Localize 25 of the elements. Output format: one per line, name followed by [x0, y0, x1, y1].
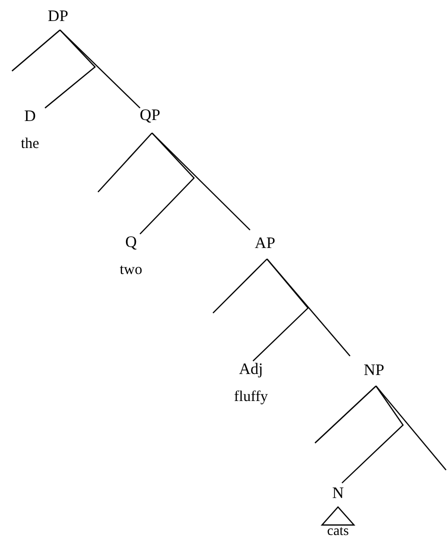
tree-branch — [44, 30, 96, 108]
node-label: AP — [254, 236, 276, 252]
category-label: Q — [125, 235, 137, 251]
word-label: the — [20, 137, 40, 152]
category-label: Adj — [239, 362, 263, 378]
tree-branch — [342, 386, 404, 484]
category-label: D — [24, 109, 36, 125]
tree-branch — [314, 386, 376, 444]
word-label: two — [120, 263, 142, 278]
word-label: fluffy — [234, 390, 268, 405]
tree-branch — [252, 258, 309, 362]
tree-branch — [60, 30, 140, 108]
node-label: N — [332, 486, 344, 502]
tree-branch — [266, 258, 350, 356]
node-label: NP — [364, 363, 384, 379]
tree-branch — [212, 258, 268, 314]
roof-triangle — [320, 506, 356, 526]
node-label: DP — [48, 9, 68, 25]
tree-branch — [140, 132, 195, 234]
tree-branch — [152, 132, 250, 230]
node-label: cats — [327, 525, 349, 539]
tree-branch — [12, 30, 60, 72]
node-label: QP — [140, 108, 160, 124]
tree-branch — [98, 132, 152, 192]
tree-branch — [376, 386, 446, 470]
